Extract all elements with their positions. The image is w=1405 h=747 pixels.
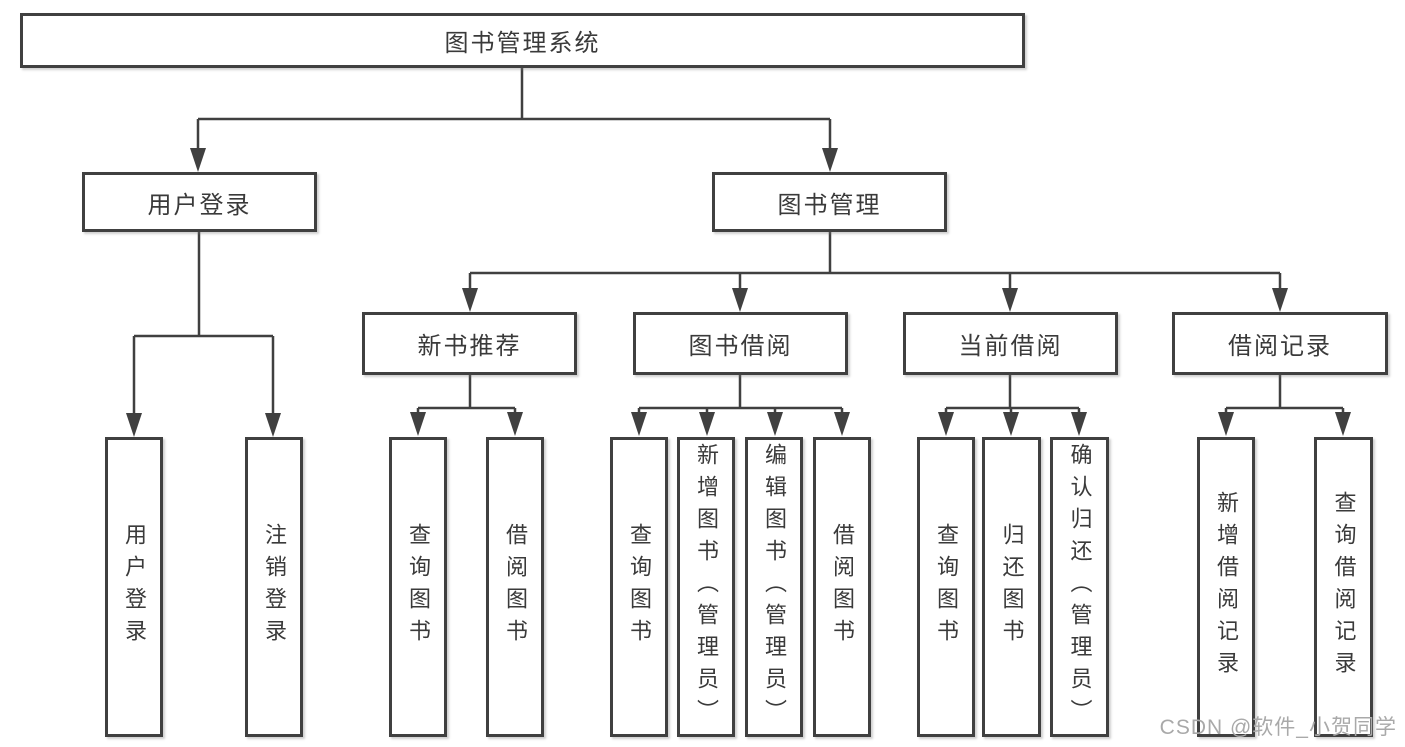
leaf-query-books-current-label: 查询图书 <box>934 523 959 651</box>
arrowhead-down-icon <box>938 412 954 436</box>
leaf-edit-books-admin-label: 编辑图书（管理员） <box>762 443 787 731</box>
leaf-query-books-borrowing-label: 查询图书 <box>627 523 652 651</box>
leaf-add-borrow-record-label: 新增借阅记录 <box>1214 491 1239 683</box>
leaf-return-books-label: 归还图书 <box>999 523 1025 651</box>
leaf-user-login-label: 用户登录 <box>122 523 147 651</box>
leaf-edit-books-admin: 编辑图书（管理员） <box>745 437 803 737</box>
leaf-confirm-return-admin: 确认归还（管理员） <box>1050 437 1109 737</box>
leaf-query-borrow-record-label: 查询借阅记录 <box>1331 491 1357 683</box>
arrowhead-down-icon <box>1272 288 1288 312</box>
arrowhead-down-icon <box>462 288 478 312</box>
arrowhead-down-icon <box>1218 412 1234 436</box>
arrowhead-down-icon <box>1071 412 1087 436</box>
leaf-query-books-current: 查询图书 <box>917 437 975 737</box>
leaf-logout-label: 注销登录 <box>262 523 287 651</box>
leaf-borrow-books-borrowing-label: 借阅图书 <box>830 523 855 651</box>
watermark-text: CSDN @软件_小贺同学 <box>1159 716 1397 739</box>
leaf-borrow-books-recommend: 借阅图书 <box>486 437 544 737</box>
arrowhead-down-icon <box>410 412 426 436</box>
leaf-query-books-recommend-label: 查询图书 <box>406 523 431 651</box>
arrowhead-down-icon <box>507 412 523 436</box>
arrowhead-down-icon <box>822 148 838 172</box>
arrowhead-down-icon <box>631 412 647 436</box>
arrowhead-down-icon <box>834 412 850 436</box>
leaf-return-books: 归还图书 <box>982 437 1041 737</box>
node-new-book-recommendation: 新书推荐 <box>362 312 577 375</box>
leaf-query-books-recommend: 查询图书 <box>389 437 447 737</box>
arrowhead-down-icon <box>1003 412 1019 436</box>
arrowhead-down-icon <box>190 148 206 172</box>
leaf-borrow-books-borrowing: 借阅图书 <box>813 437 871 737</box>
node-book-borrowing: 图书借阅 <box>633 312 848 375</box>
node-library-system: 图书管理系统 <box>20 13 1025 68</box>
node-borrowing-records: 借阅记录 <box>1172 312 1388 375</box>
leaf-user-login: 用户登录 <box>105 437 163 737</box>
arrowhead-down-icon <box>699 412 715 436</box>
leaf-borrow-books-recommend-label: 借阅图书 <box>503 523 528 651</box>
leaf-add-borrow-record: 新增借阅记录 <box>1197 437 1255 737</box>
arrowhead-down-icon <box>265 413 281 437</box>
leaf-query-borrow-record: 查询借阅记录 <box>1314 437 1373 737</box>
leaf-add-books-admin-label: 新增图书（管理员） <box>694 443 719 731</box>
leaf-add-books-admin: 新增图书（管理员） <box>677 437 735 737</box>
arrowhead-down-icon <box>767 412 783 436</box>
leaf-logout: 注销登录 <box>245 437 303 737</box>
leaf-query-books-borrowing: 查询图书 <box>610 437 668 737</box>
leaf-confirm-return-admin-label: 确认归还（管理员） <box>1067 443 1093 731</box>
node-book-management: 图书管理 <box>712 172 947 232</box>
node-current-borrowing: 当前借阅 <box>903 312 1118 375</box>
arrowhead-down-icon <box>126 413 142 437</box>
arrowhead-down-icon <box>732 288 748 312</box>
arrowhead-down-icon <box>1335 412 1351 436</box>
node-user-login: 用户登录 <box>82 172 317 232</box>
arrowhead-down-icon <box>1002 288 1018 312</box>
